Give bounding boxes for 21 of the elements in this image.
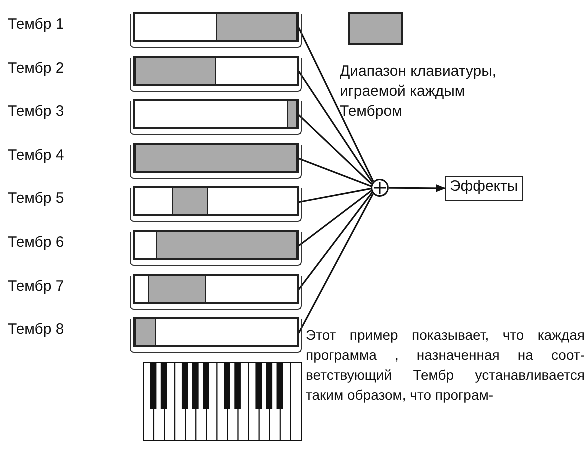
timbre-label: Тембр 7 bbox=[8, 278, 64, 296]
timbre-label: Тембр 6 bbox=[8, 234, 64, 252]
connector-line bbox=[298, 190, 372, 247]
timbre-label: Тембр 2 bbox=[8, 60, 64, 78]
legend-text: Диапазон клавиатуры, играемой каждым Тембром bbox=[340, 62, 498, 122]
connector-line bbox=[298, 71, 374, 184]
connector-line bbox=[298, 114, 372, 185]
note-text: Этот пример показывает, что каждая программа , назначенная на соот- ветствующий Тембр устанавливается таким образом, что програм- bbox=[306, 326, 585, 405]
sum-circle-symbol bbox=[371, 179, 389, 197]
timbre-label: Тембр 5 bbox=[8, 190, 64, 208]
timbre-label: Тембр 4 bbox=[8, 146, 64, 165]
connector-line bbox=[298, 192, 373, 290]
arrow bbox=[389, 184, 446, 192]
connector-line bbox=[298, 28, 374, 182]
connector-line bbox=[298, 194, 374, 334]
timbre-label: Тембр 8 bbox=[8, 321, 64, 340]
connector-line bbox=[298, 188, 372, 204]
connector-line bbox=[298, 158, 372, 188]
timbre-label: Тембр 3 bbox=[8, 103, 64, 122]
timbre-label: Тембр 1 bbox=[8, 16, 64, 34]
effects-box: Эффекты bbox=[445, 176, 523, 201]
